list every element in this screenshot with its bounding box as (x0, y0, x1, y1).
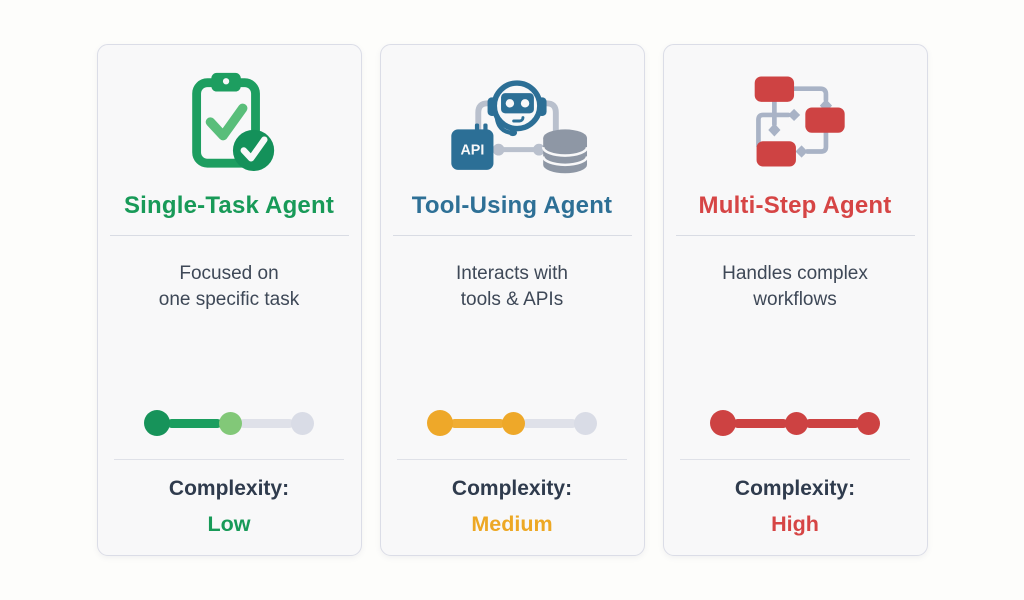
complexity-meter (144, 410, 314, 436)
complexity-meter (710, 410, 880, 436)
agent-comparison-cards: Single-Task Agent Focused on one specifi… (96, 44, 928, 556)
svg-text:API: API (460, 143, 484, 159)
complexity-label: Complexity: (451, 477, 573, 500)
bottom-divider (114, 459, 344, 460)
bottom-divider (397, 459, 627, 460)
complexity-value: High (771, 512, 819, 536)
complexity-label: Complexity: (734, 477, 856, 500)
meter-segment (167, 418, 222, 428)
meter-dot (502, 411, 525, 435)
clipboard-check-icon (182, 67, 277, 175)
meter-segment (450, 418, 505, 428)
card-title: Multi-Step Agent (698, 192, 892, 219)
card-single-task-agent: Single-Task Agent Focused on one specifi… (96, 44, 362, 556)
meter-dot (857, 411, 880, 435)
meter-dot (427, 410, 453, 436)
card-tool-using-agent: API Tool-Using Agent Interacts with tool… (379, 44, 645, 556)
complexity-value: Medium (471, 512, 553, 536)
card-multi-step-agent: Multi-Step Agent Handles complex workflo… (662, 44, 928, 556)
meter-segment (733, 418, 788, 428)
bottom-divider (680, 459, 910, 460)
card-description: Interacts with tools & APIs (456, 263, 568, 310)
card-description: Handles complex workflows (722, 263, 868, 310)
meter-dot (574, 411, 597, 435)
complexity-value: Low (207, 512, 251, 536)
complexity-label: Complexity: (168, 477, 290, 500)
meter-segment (239, 418, 294, 428)
flowchart-icon (734, 67, 856, 175)
meter-segment (805, 418, 860, 428)
meter-dot (785, 411, 808, 435)
meter-dot (144, 410, 170, 436)
meter-dot (710, 410, 736, 436)
title-divider (392, 235, 632, 236)
title-divider (675, 235, 915, 236)
title-divider (109, 235, 349, 236)
card-description: Focused on one specific task (158, 263, 300, 310)
complexity-meter (427, 410, 597, 436)
robot-api-database-icon: API (414, 67, 610, 175)
meter-dot (291, 411, 314, 435)
card-title: Tool-Using Agent (411, 192, 613, 219)
meter-dot (219, 411, 242, 435)
card-title: Single-Task Agent (123, 192, 335, 219)
meter-segment (522, 418, 577, 428)
